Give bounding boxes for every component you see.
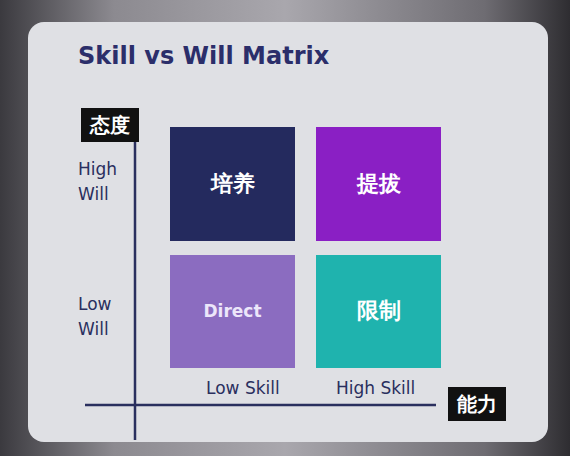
vertical-axis — [134, 140, 137, 440]
node-text: Direct — [203, 301, 261, 321]
axis-tick-label: Low Skill — [206, 376, 280, 401]
axis-label-box: 能力 — [448, 387, 506, 421]
axis-tick-label: High Will — [78, 157, 130, 206]
node-text: 培养 — [211, 171, 255, 197]
quadrant-box: 提拔 — [316, 127, 441, 241]
node-text: 能力 — [457, 392, 497, 416]
node-text: 提拔 — [357, 171, 401, 197]
axis-label-box: 态度 — [81, 108, 139, 142]
axis-tick-label: Low Will — [78, 292, 130, 341]
quadrant-box: Direct — [170, 255, 295, 368]
node-text: 态度 — [90, 113, 130, 137]
quadrant-box: 培养 — [170, 127, 295, 241]
diagram-title: Skill vs Will Matrix — [78, 42, 329, 70]
node-text: 限制 — [357, 298, 401, 324]
axis-tick-label: High Skill — [336, 376, 415, 401]
quadrant-box: 限制 — [316, 255, 441, 368]
horizontal-axis — [85, 404, 436, 407]
